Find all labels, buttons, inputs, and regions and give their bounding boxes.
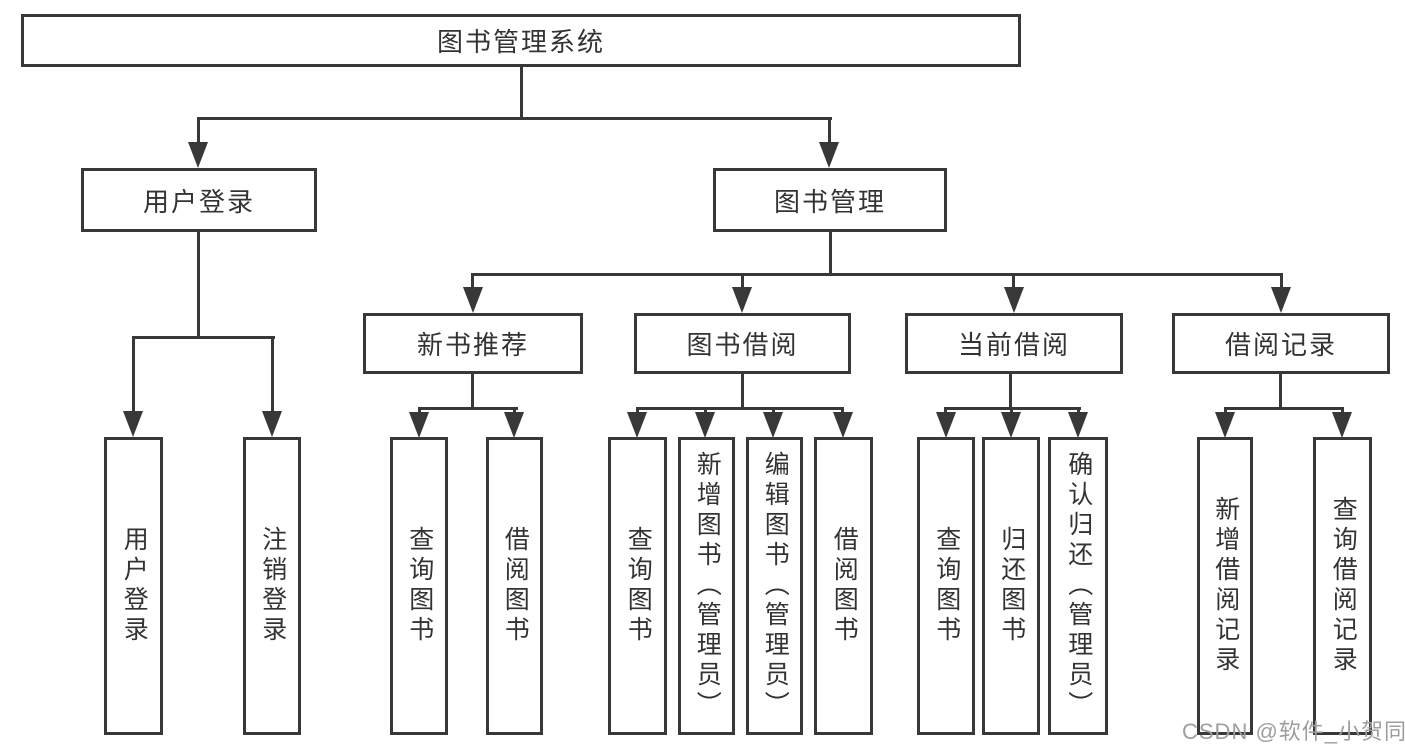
connector-line	[829, 232, 832, 276]
leaf-label: 借阅图书	[501, 526, 530, 646]
connector-line	[520, 66, 523, 120]
connector-arrowhead	[463, 287, 483, 313]
connector-line	[197, 117, 832, 120]
connector-line	[132, 336, 135, 414]
connector-arrowhead	[1068, 412, 1088, 438]
connector-line	[636, 407, 844, 410]
connector-arrowhead	[732, 287, 752, 313]
connector-line	[471, 273, 474, 289]
leaf-add-borrow-record: 新增借阅记录	[1197, 437, 1253, 735]
connector-line	[1012, 273, 1015, 289]
leaf-search-books-recommend: 查询图书	[390, 437, 448, 735]
connector-line	[1009, 374, 1012, 410]
node-user-login: 用户登录	[81, 168, 317, 232]
leaf-search-books-current: 查询图书	[917, 437, 975, 735]
leaf-label: 查询图书	[932, 526, 961, 646]
leaf-label: 借阅图书	[830, 526, 859, 646]
leaf-label: 查询图书	[405, 526, 434, 646]
node-borrowing-records: 借阅记录	[1172, 313, 1390, 374]
node-label: 当前借阅	[957, 330, 1070, 360]
node-label: 图书借阅	[686, 330, 799, 360]
connector-arrowhead	[833, 412, 853, 438]
leaf-edit-books-admin: 编辑图书（管理员）	[746, 437, 803, 735]
connector-line	[704, 407, 707, 415]
connector-line	[1010, 407, 1013, 415]
connector-arrowhead	[262, 411, 282, 437]
connector-arrowhead	[695, 412, 715, 438]
node-book-borrowing: 图书借阅	[634, 313, 851, 374]
leaf-search-books-borrowing: 查询图书	[608, 437, 667, 735]
leaf-label: 注销登录	[258, 526, 287, 646]
leaf-add-books-admin: 新增图书（管理员）	[678, 437, 735, 735]
connector-line	[1341, 407, 1344, 415]
node-new-book-recommendation: 新书推荐	[363, 313, 583, 374]
connector-arrowhead	[504, 412, 524, 438]
connector-arrowhead	[123, 411, 143, 437]
node-label: 新书推荐	[416, 330, 529, 360]
connector-arrowhead	[627, 412, 647, 438]
node-current-borrowing: 当前借阅	[905, 313, 1123, 374]
leaf-user-login: 用户登录	[104, 437, 163, 735]
connector-arrowhead	[1215, 412, 1235, 438]
connector-line	[197, 117, 200, 146]
connector-line	[471, 273, 1283, 276]
connector-line	[828, 117, 831, 146]
leaf-borrow-books-borrowing: 借阅图书	[814, 437, 873, 735]
connector-line	[772, 407, 775, 415]
connector-line	[418, 407, 518, 410]
connector-arrowhead	[936, 412, 956, 438]
leaf-label: 新增借阅记录	[1211, 496, 1240, 676]
connector-line	[944, 407, 947, 415]
connector-arrowhead	[409, 412, 429, 438]
leaf-label: 查询图书	[624, 526, 653, 646]
connector-arrowhead	[1004, 287, 1024, 313]
connector-arrowhead	[1332, 412, 1352, 438]
connector-arrowhead	[1271, 287, 1291, 313]
connector-line	[636, 407, 639, 415]
connector-line	[741, 273, 744, 289]
connector-line	[471, 374, 474, 410]
connector-arrowhead	[188, 142, 208, 168]
connector-arrowhead	[819, 142, 839, 168]
connector-line	[741, 374, 744, 410]
connector-arrowhead	[763, 412, 783, 438]
leaf-logout: 注销登录	[243, 437, 301, 735]
leaf-label: 确认归还（管理员）	[1064, 451, 1093, 721]
connector-line	[418, 407, 421, 415]
leaf-borrow-books-recommend: 借阅图书	[486, 437, 543, 735]
node-label: 图书管理	[773, 186, 886, 217]
node-label: 用户登录	[142, 186, 255, 217]
leaf-label: 用户登录	[120, 526, 149, 646]
connector-line	[1279, 374, 1282, 410]
node-label: 图书管理系统	[436, 27, 605, 57]
leaf-label: 归还图书	[997, 526, 1026, 646]
connector-line	[841, 407, 844, 415]
connector-line	[1280, 273, 1283, 289]
connector-line	[1077, 407, 1080, 415]
connector-line	[1224, 407, 1344, 410]
leaf-label: 新增图书（管理员）	[693, 451, 722, 721]
connector-line	[1224, 407, 1227, 415]
leaf-return-books: 归还图书	[982, 437, 1040, 735]
leaf-label: 查询借阅记录	[1329, 496, 1358, 676]
node-book-management: 图书管理	[713, 168, 947, 232]
leaf-confirm-return-admin: 确认归还（管理员）	[1048, 437, 1108, 735]
connector-line	[513, 407, 516, 415]
connector-line	[271, 336, 274, 414]
leaf-search-borrow-record: 查询借阅记录	[1313, 437, 1372, 735]
csdn-watermark: CSDN @软件_小贺同学	[1182, 719, 1405, 744]
connector-arrowhead	[1001, 412, 1021, 438]
connector-line	[197, 232, 200, 339]
connector-line	[132, 336, 275, 339]
node-label: 借阅记录	[1224, 330, 1337, 360]
leaf-label: 编辑图书（管理员）	[761, 451, 790, 721]
node-book-management-system: 图书管理系统	[21, 14, 1021, 67]
